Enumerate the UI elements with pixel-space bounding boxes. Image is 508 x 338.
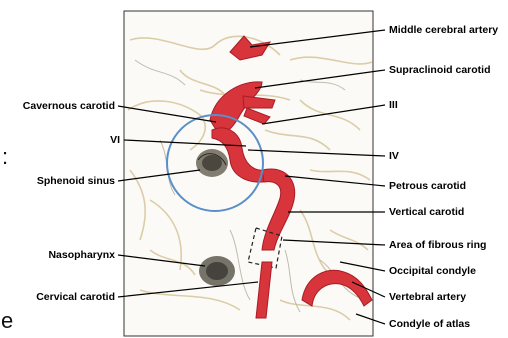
label-occipital-condyle: Occipital condyle <box>389 265 476 277</box>
label-vi: VI <box>110 134 120 146</box>
label-area-of-fibrous-ring: Area of fibrous ring <box>389 239 486 251</box>
edge-fragment-letter: e <box>1 310 13 332</box>
sphenoid-sinus-shape <box>196 149 228 177</box>
label-iii: III <box>389 99 398 111</box>
label-supraclinoid-carotid: Supraclinoid carotid <box>389 64 491 76</box>
label-vertical-carotid: Vertical carotid <box>389 206 464 218</box>
label-cavernous-carotid: Cavernous carotid <box>23 100 115 112</box>
label-cervical-carotid: Cervical carotid <box>36 291 115 303</box>
label-condyle-of-atlas: Condyle of atlas <box>389 318 470 330</box>
nasopharynx-shape <box>199 256 235 286</box>
edge-fragment-colon: : <box>2 146 8 168</box>
label-nasopharynx: Nasopharynx <box>48 249 115 261</box>
label-vertebral-artery: Vertebral artery <box>389 291 466 303</box>
label-petrous-carotid: Petrous carotid <box>389 180 466 192</box>
label-middle-cerebral-artery: Middle cerebral artery <box>389 24 498 36</box>
label-iv: IV <box>389 150 399 162</box>
label-sphenoid-sinus: Sphenoid sinus <box>37 175 115 187</box>
